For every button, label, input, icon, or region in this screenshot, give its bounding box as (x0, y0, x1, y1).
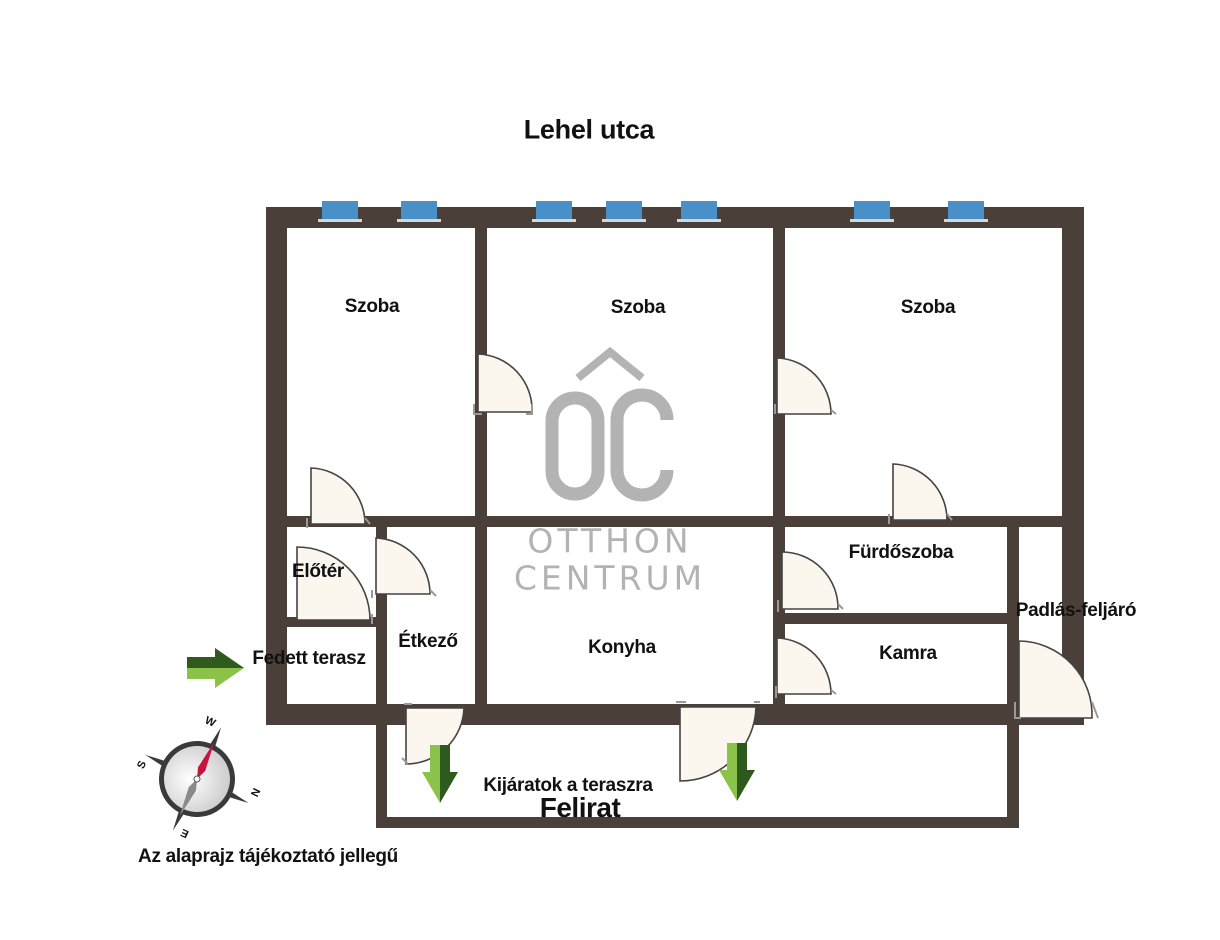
room-label-padlas: Padlás-feljáró (1015, 600, 1137, 621)
window (397, 201, 441, 222)
room-label-etkezo: Étkező (398, 631, 458, 652)
arrow-down-icon (719, 743, 755, 801)
window (850, 201, 894, 222)
arrow-down-icon (422, 745, 458, 803)
walls (266, 207, 1084, 828)
label-kijaratok: Kijáratok a teraszra (483, 775, 653, 796)
door (1018, 640, 1093, 719)
doors (296, 353, 1093, 782)
room-label-kamra: Kamra (879, 643, 937, 664)
watermark-logo (545, 346, 674, 502)
door-jambs (306, 404, 1099, 765)
door (776, 637, 832, 695)
door (781, 551, 839, 610)
door (375, 537, 431, 595)
room-label-furdoszoba: Fürdőszoba (848, 542, 954, 563)
watermark-otthon: OTTHON (527, 521, 693, 561)
disclaimer-text: Az alaprajz tájékoztató jellegű (138, 846, 398, 867)
door (310, 467, 366, 525)
arrow-right-icon (187, 648, 244, 688)
window (318, 201, 362, 222)
windows (318, 201, 988, 222)
room-label-konyha: Konyha (588, 637, 656, 658)
window (532, 201, 576, 222)
window (944, 201, 988, 222)
room-label-fedett-terasz: Fedett terasz (252, 648, 366, 669)
caption-label: Felirat (539, 792, 621, 823)
door (477, 353, 533, 413)
watermark-centrum: CENTRUM (513, 558, 707, 598)
compass-icon (145, 727, 249, 831)
window (602, 201, 646, 222)
door (892, 463, 948, 521)
street-label: Lehel utca (523, 114, 655, 145)
room-label-szoba-2: Szoba (610, 297, 666, 318)
door (776, 357, 832, 415)
window (677, 201, 721, 222)
room-label-eloter: Előtér (291, 561, 345, 582)
room-label-szoba-3: Szoba (900, 297, 956, 318)
door (296, 546, 371, 621)
room-label-szoba-1: Szoba (344, 296, 400, 317)
